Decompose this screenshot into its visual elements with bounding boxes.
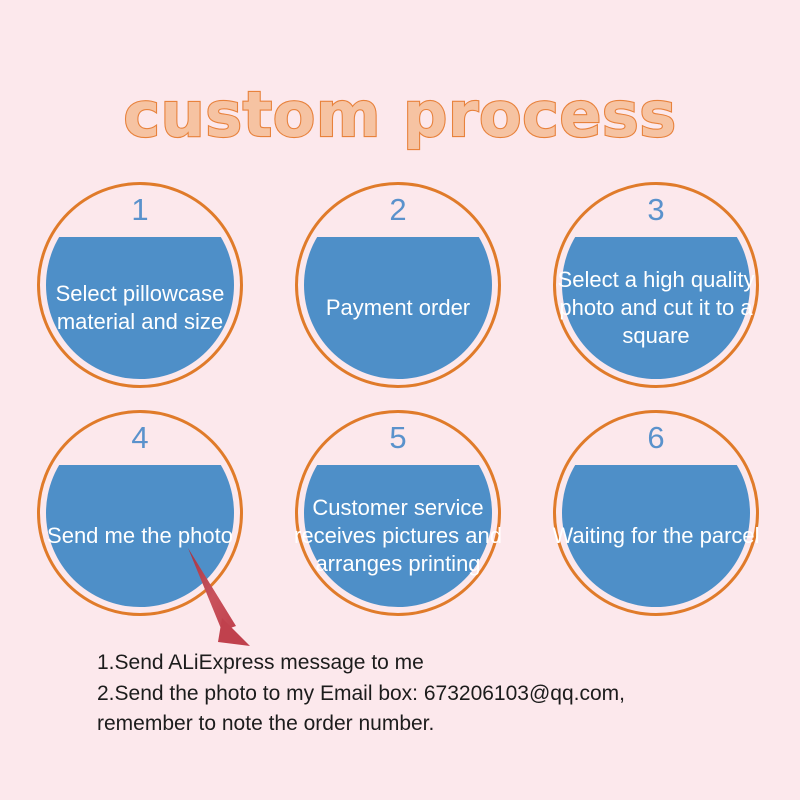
step-fill-2	[304, 237, 492, 379]
footer-notes: 1.Send ALiExpress message to me 2.Send t…	[97, 648, 737, 740]
step-fill-1	[46, 237, 234, 379]
step-circle-5: 5 Customer service receives pictures and…	[294, 410, 502, 616]
note-line-1: 1.Send ALiExpress message to me	[97, 651, 424, 674]
step-number-5: 5	[389, 420, 407, 455]
step-body-5	[304, 419, 492, 607]
step-number-6: 6	[647, 420, 665, 455]
step-number-3: 3	[647, 192, 665, 227]
step-circle-6: 6 Waiting for the parcel	[552, 410, 760, 616]
step-body-2	[304, 191, 492, 379]
page-title: custom process	[122, 78, 677, 151]
note-line-3: remember to note the order number.	[97, 712, 435, 736]
step-ring-4	[37, 410, 243, 616]
step-body-6	[562, 419, 750, 607]
step-ring-3	[553, 182, 759, 388]
step-fill-3	[562, 237, 750, 379]
step-ring-6	[553, 410, 759, 616]
note-line-2: 2.Send the photo to my Email box: 673206…	[97, 681, 625, 705]
step-circle-2: 2 Payment order	[295, 182, 501, 388]
step-circle-3: 3 Select a high quality photo and cut it…	[553, 182, 759, 388]
step-body-1	[46, 191, 234, 379]
step-fill-6	[562, 465, 750, 607]
step-ring-5	[295, 410, 501, 616]
step-number-1: 1	[131, 192, 149, 227]
step-circle-1: 1 Select pillowcase material and size	[37, 182, 243, 388]
step-body-3	[562, 191, 750, 379]
arrow-icon	[188, 548, 250, 646]
step-ring-2	[295, 182, 501, 388]
step-ring-1	[37, 182, 243, 388]
step-fill-5	[304, 465, 492, 607]
step-number-2: 2	[389, 192, 407, 227]
step-number-4: 4	[131, 420, 149, 455]
